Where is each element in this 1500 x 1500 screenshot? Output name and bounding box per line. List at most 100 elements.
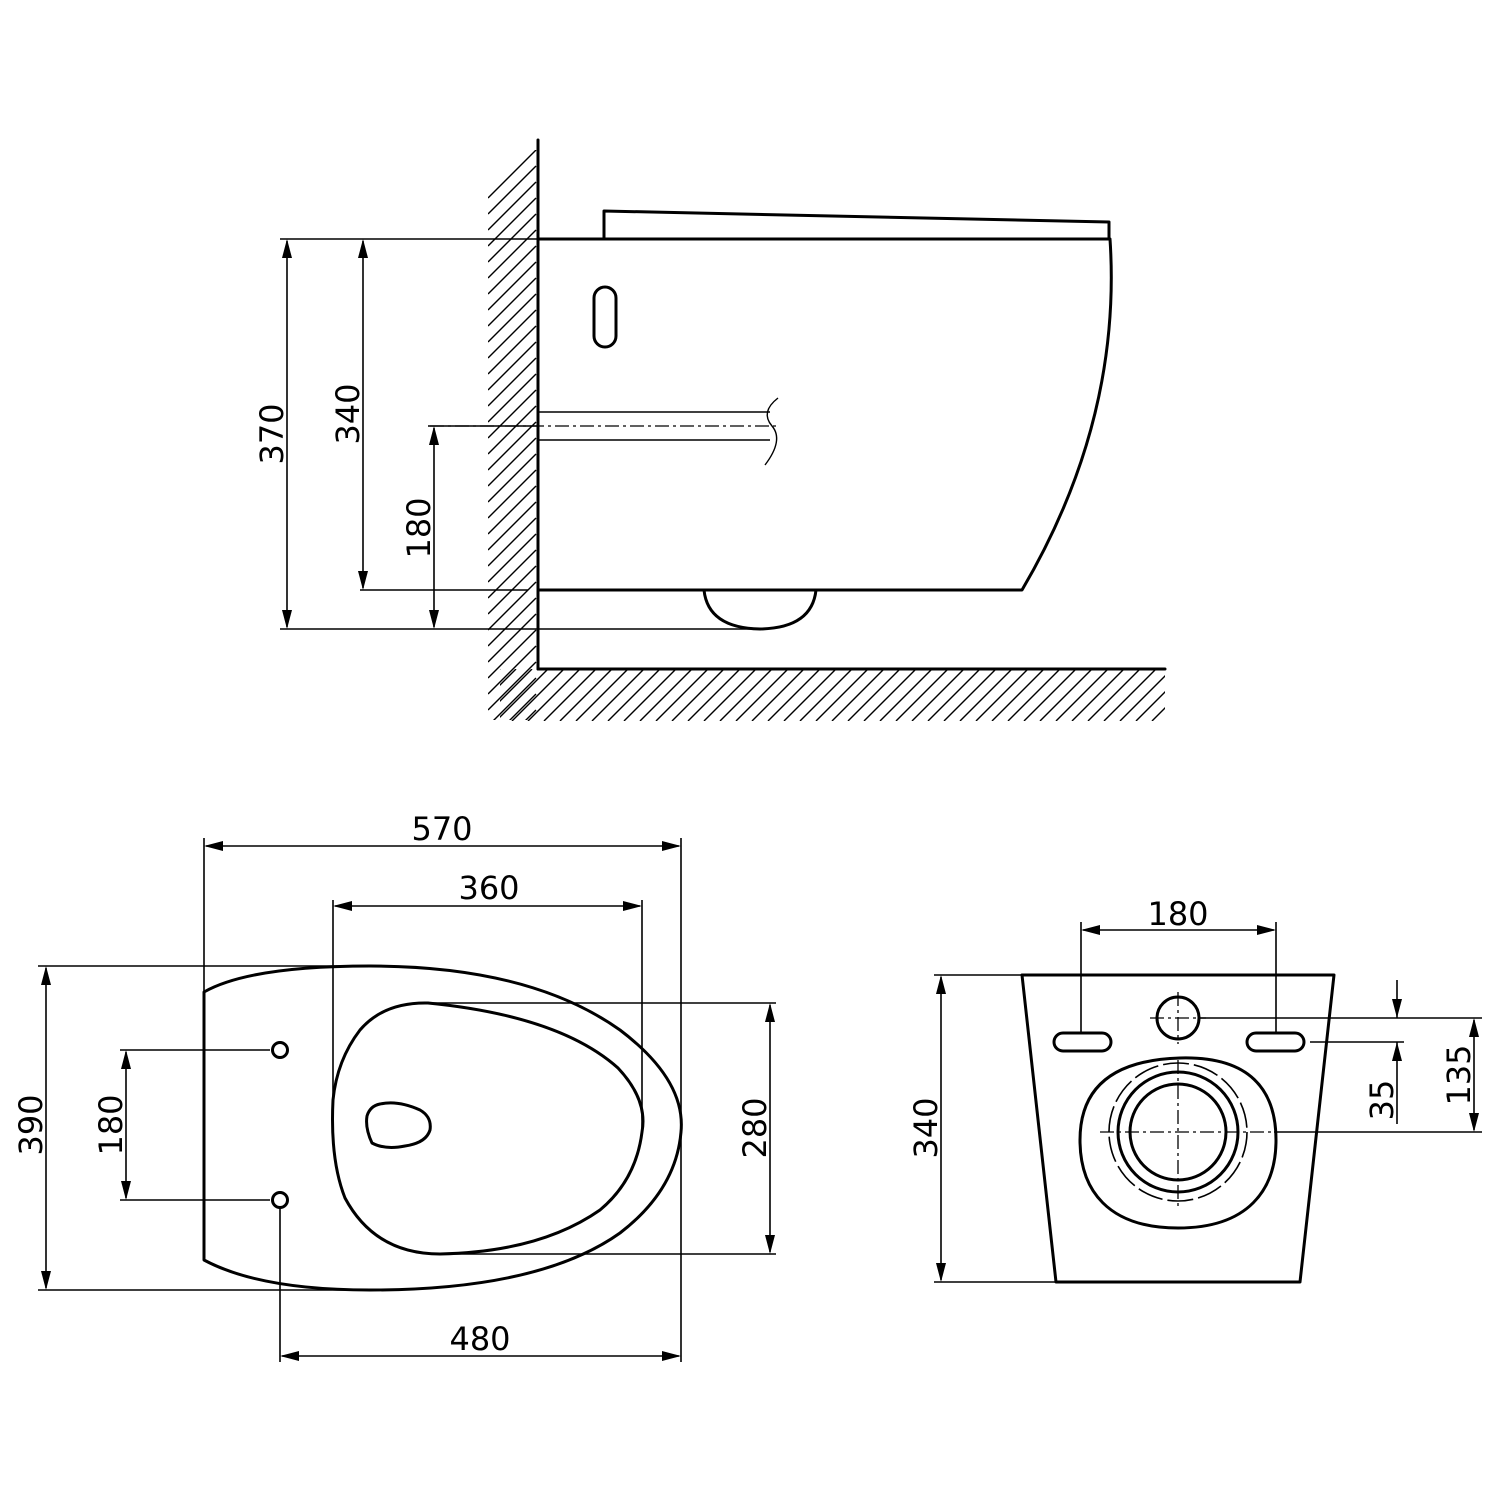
bowl-outer-outline [202, 964, 683, 1292]
fixing-slot [592, 285, 618, 349]
hatch-line [1103, 669, 1157, 721]
side-view: 370 340 180 [253, 138, 1268, 721]
hatch-line [975, 669, 1029, 721]
hatch-line [719, 669, 773, 721]
hatch-line [1168, 669, 1220, 721]
bowl-opening-outline [331, 1001, 645, 1256]
hatch-line [815, 669, 869, 721]
seat-lid-outline [602, 209, 1111, 241]
outlet-spigot [702, 588, 818, 631]
hatch-line [543, 669, 597, 721]
hatch-line [943, 669, 997, 721]
hatch-line [1007, 669, 1061, 721]
hatch-line [488, 629, 537, 679]
hatch-line [488, 597, 537, 647]
dim-bowl-height-label: 340 [329, 383, 367, 444]
hatch-line [591, 669, 645, 721]
hatch-line [488, 213, 537, 263]
dim-overall-length: 570 [204, 810, 681, 851]
toilet-body-outline [536, 237, 1113, 592]
dim-fixing-spacing: 180 [1081, 895, 1276, 935]
hatch-line [991, 669, 1045, 721]
dim-seat-holes-spacing: 180 [92, 1050, 131, 1200]
dim-inlet-to-outlet: 135 [1440, 1018, 1479, 1132]
hatch-line [488, 421, 537, 471]
hatch-line [488, 165, 537, 215]
hatch-line [488, 373, 537, 423]
hatch-line [488, 469, 537, 519]
rear-view: 180 340 35 135 [907, 895, 1482, 1284]
hatch-line [847, 669, 901, 721]
dim-bowl-opening-length-label: 360 [458, 869, 519, 907]
hatch-line [500, 669, 517, 686]
hatch-line [575, 669, 629, 721]
hatch-line [1023, 669, 1077, 721]
hatch-line [488, 613, 537, 663]
hatch-line [488, 501, 537, 551]
hatch-line [1216, 669, 1268, 721]
hatch-line [1200, 669, 1252, 721]
dim-inlet-to-outlet-label: 135 [1440, 1044, 1478, 1105]
hatch-line [687, 669, 741, 721]
dim-seat-holes-spacing-label: 180 [92, 1094, 130, 1155]
fixing-slot-right [1245, 1031, 1306, 1053]
hatch-line [488, 485, 537, 535]
hatch-line [500, 669, 549, 718]
hatch-line [639, 669, 693, 721]
hatch-line [511, 669, 565, 721]
hatch-line [525, 709, 537, 720]
hatch-line [488, 309, 537, 359]
hatch-line [488, 197, 537, 247]
dim-inlet-offset: 35 [1363, 980, 1402, 1124]
hatch-line [488, 453, 537, 503]
hatch-line [927, 669, 981, 721]
dim-hole-to-front: 480 [280, 1320, 681, 1361]
hatch-line [751, 669, 805, 721]
hatch-line [1071, 669, 1125, 721]
hatch-line [500, 669, 533, 702]
hatch-line [488, 357, 537, 407]
dim-overall-length-label: 570 [411, 810, 472, 848]
wall-hatching [488, 150, 537, 720]
hatch-line [488, 533, 537, 583]
hatch-line [488, 293, 537, 343]
hatch-line [488, 645, 537, 695]
top-view: 570 360 390 180 280 [12, 810, 776, 1362]
dim-inlet-offset-label: 35 [1363, 1080, 1401, 1121]
dim-overall-width-label: 390 [12, 1094, 50, 1155]
hatch-line [623, 669, 677, 721]
dim-outlet-height-label: 180 [400, 497, 438, 558]
hatch-line [655, 669, 709, 721]
hatch-line [488, 661, 537, 711]
hatch-line [767, 669, 821, 721]
hatch-line [1151, 707, 1165, 721]
floor-hatching [500, 669, 1268, 721]
dim-total-height: 370 [253, 239, 292, 629]
hatch-line [895, 669, 949, 721]
hatch-line [509, 693, 537, 720]
dim-bowl-opening-width: 280 [736, 1003, 775, 1254]
hatch-line [488, 277, 537, 327]
hatch-line [527, 669, 581, 721]
hatch-line [1184, 669, 1236, 721]
hatch-line [831, 669, 885, 721]
hatch-line [488, 261, 537, 311]
dim-bowl-opening-length: 360 [333, 869, 642, 911]
hatch-line [488, 341, 537, 391]
hatch-line [488, 405, 537, 455]
rear-body-outline [1020, 973, 1336, 1284]
hatch-line [488, 325, 537, 375]
flush-hole-outline [365, 1101, 432, 1149]
hatch-line [488, 517, 537, 567]
hatch-line [488, 181, 537, 231]
hatch-line [500, 669, 501, 670]
hatch-line [703, 669, 757, 721]
hatch-line [1087, 669, 1141, 721]
dim-rear-height: 340 [907, 975, 946, 1282]
seat-hole-top [271, 1041, 289, 1059]
hatch-line [879, 669, 933, 721]
dim-overall-width: 390 [12, 966, 51, 1290]
hatch-line [1119, 675, 1165, 721]
dim-fixing-spacing-label: 180 [1147, 895, 1208, 933]
